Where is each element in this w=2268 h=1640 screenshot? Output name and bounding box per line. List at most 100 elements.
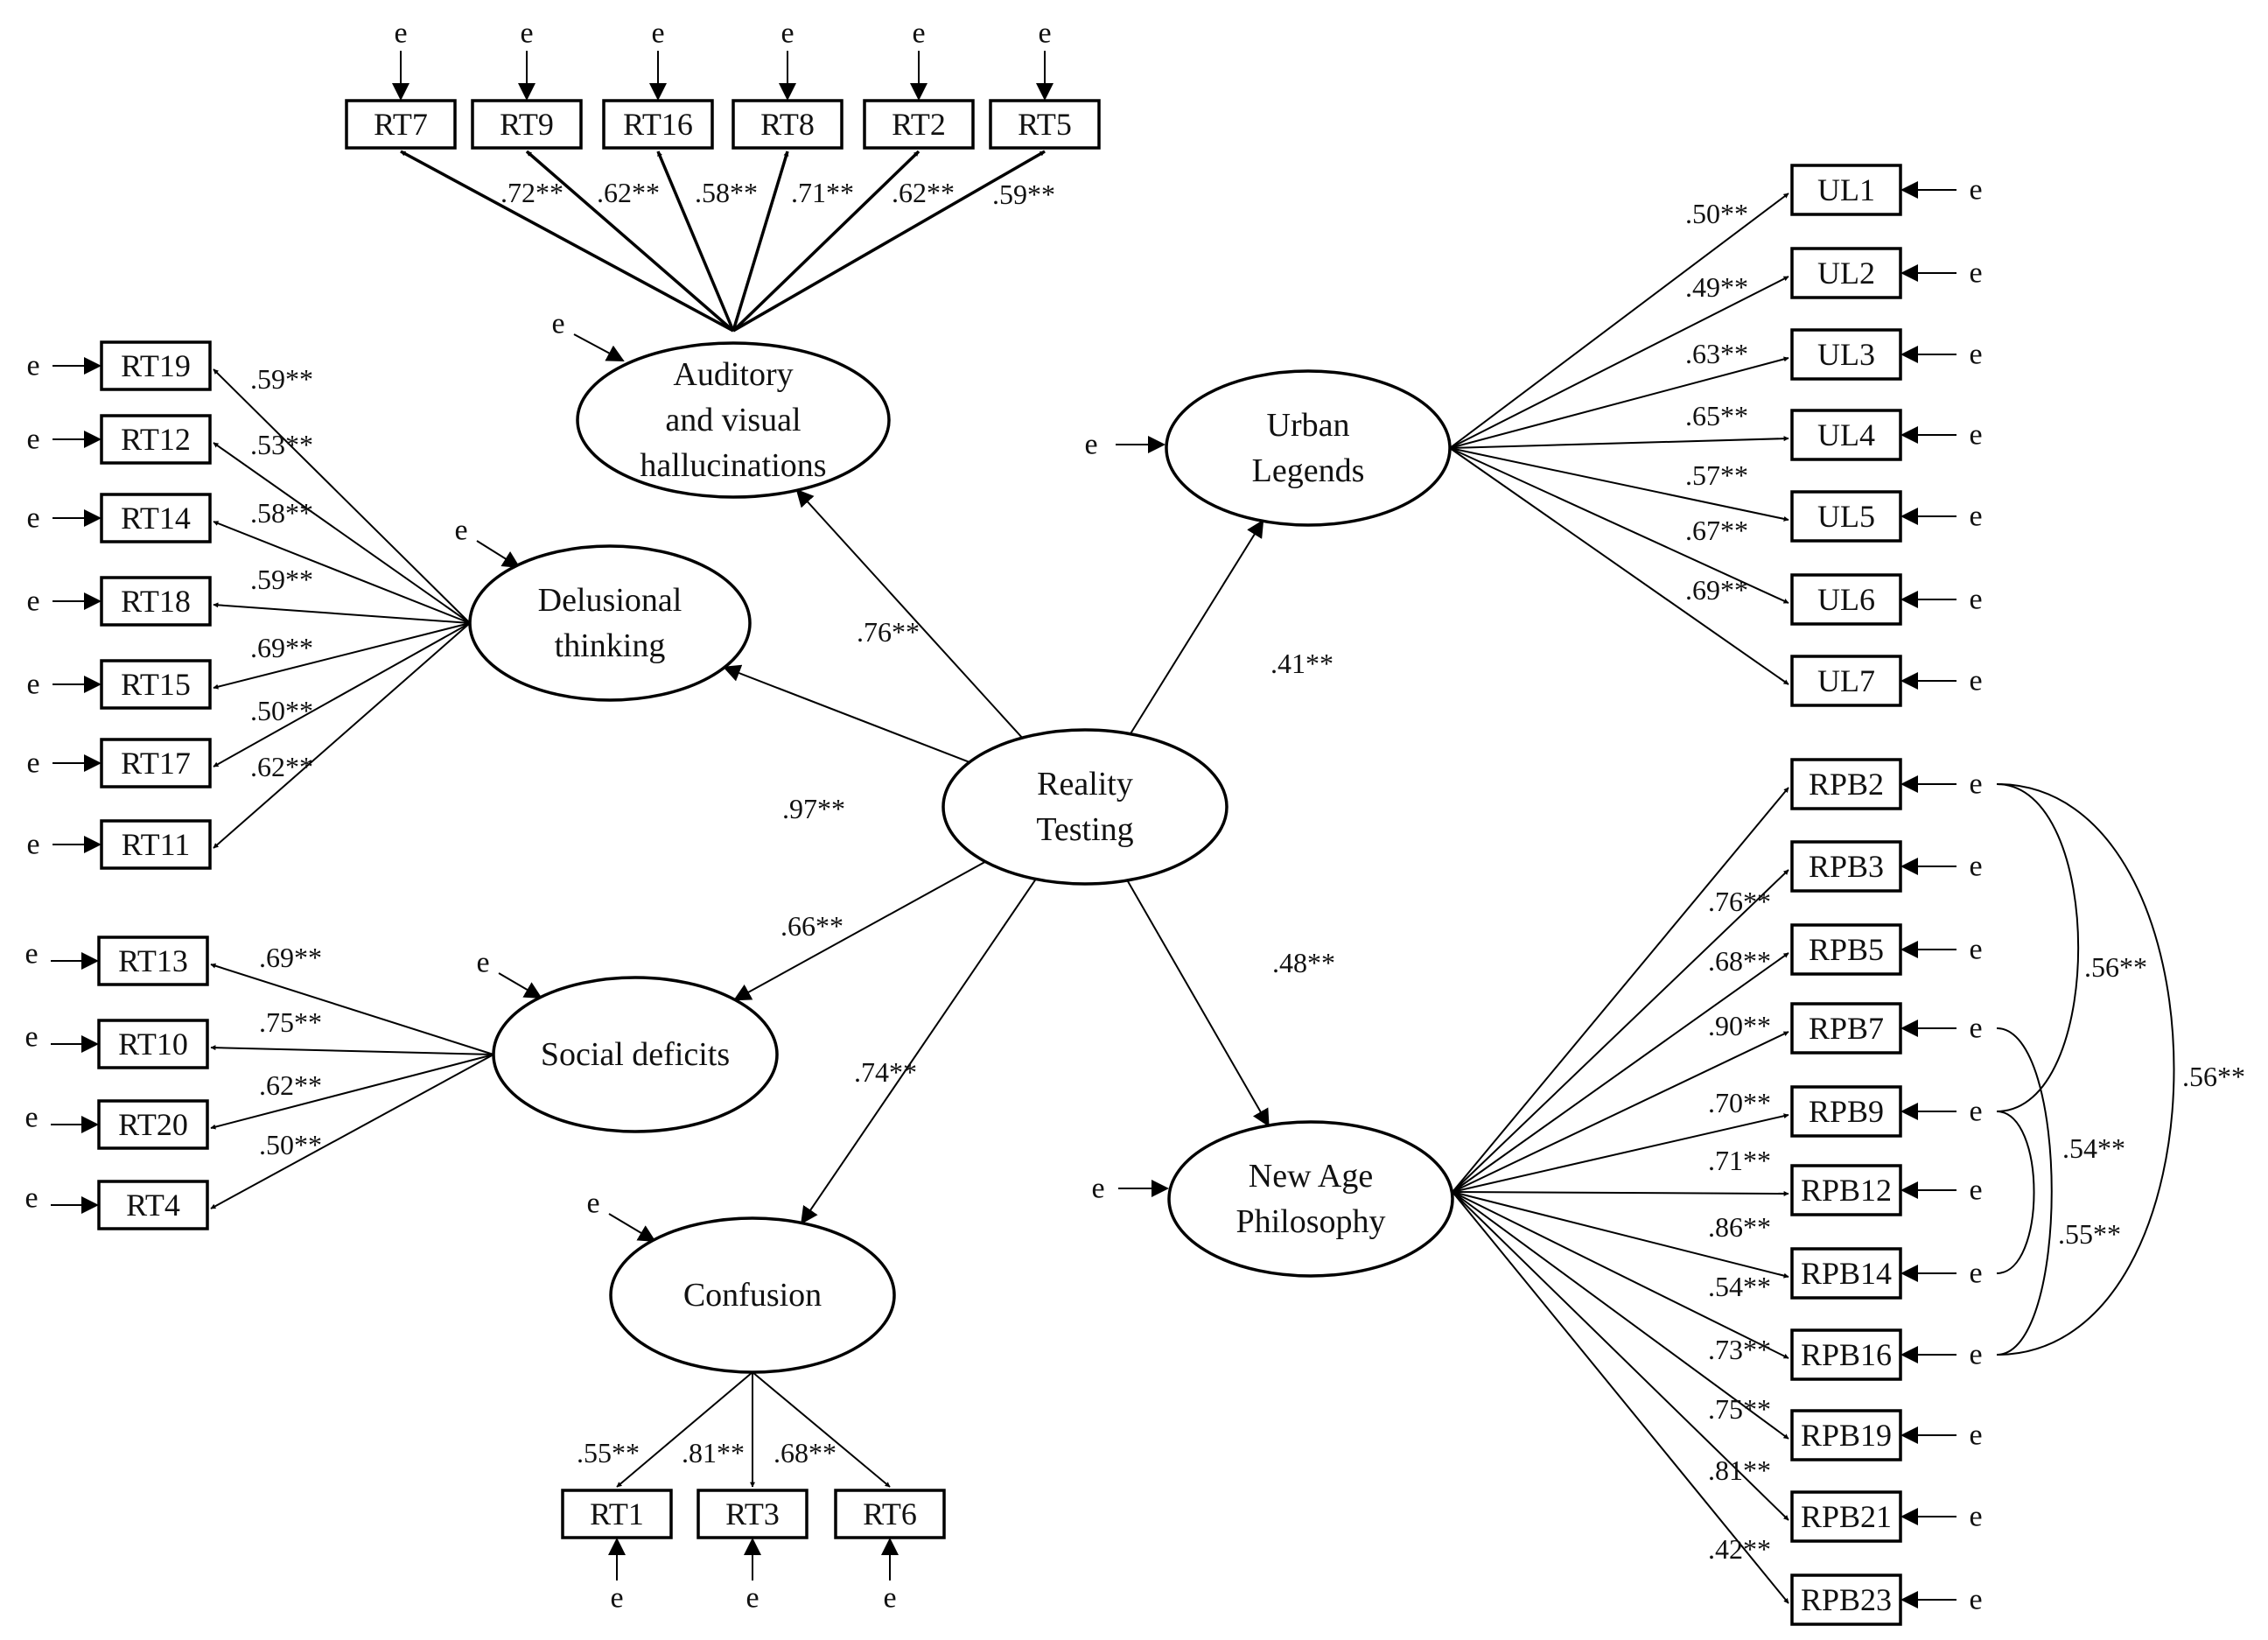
error-rt7: e [394,18,407,50]
indicator-rpb7 [1790,1002,1902,1055]
urban-latent-label: Urban [1267,407,1350,444]
indicator-rpb23 [1790,1573,1902,1626]
loading-path-rt5 [732,150,1046,333]
error-rt19: e [26,350,39,382]
loading-coef-rt1: .55** [577,1437,640,1468]
indicator-ul7 [1790,655,1902,707]
structural-path-auditory [795,488,1023,739]
indicator-rt3-label: RT3 [725,1496,780,1531]
error-rt9: e [520,18,533,50]
error-rpb21: e [1969,1501,1982,1533]
indicator-rt12-label: RT12 [121,422,191,457]
loading-path-rt20 [210,1054,494,1130]
error-ul5: e [1969,501,1982,533]
indicator-rpb23-label: RPB23 [1801,1582,1892,1617]
delusional-latent-label: thinking [555,627,666,664]
reality-latent [942,728,1228,886]
indicator-ul3 [1790,328,1902,381]
indicator-rpb16 [1790,1328,1902,1381]
newage-error: e [1091,1173,1104,1205]
error-rpb7: e [1969,1013,1982,1045]
error-rt10: e [24,1021,38,1054]
indicator-rt4 [97,1180,209,1230]
loading-path-rt12 [213,442,471,624]
loading-coef-ul6: .67** [1685,515,1748,546]
covariance-coef-rpb9-rpb14: .54** [2062,1132,2125,1164]
indicator-rpb12-label: RPB12 [1801,1173,1892,1208]
error-rpb16: e [1969,1339,1982,1371]
indicator-rt5-label: RT5 [1018,107,1072,142]
loading-coef-rt11: .62** [250,751,313,782]
indicator-rpb2 [1790,758,1902,810]
loading-path-rt10 [210,1045,494,1055]
indicator-rt8 [732,99,844,150]
structural-coef-social: .66** [780,910,844,942]
indicator-rt19-label: RT19 [121,348,191,383]
covariance-arc-rpb9-rpb14 [1996,1111,2035,1274]
error-rpb2: e [1969,768,1982,801]
loading-path-rpb5 [1452,952,1789,1193]
error-rt16: e [651,18,664,50]
indicator-rpb3 [1790,840,1902,893]
error-rpb3: e [1969,851,1982,883]
loading-coef-ul7: .69** [1685,574,1748,606]
confusion-latent [609,1216,896,1374]
covariance-coef-rpb2-rpb9: .56** [2084,951,2147,983]
reality-latent-label: Testing [1036,811,1133,848]
error-rt8: e [780,18,794,50]
error-rpb14: e [1969,1258,1982,1290]
indicator-rpb7-label: RPB7 [1809,1011,1884,1046]
loading-path-ul1 [1449,193,1789,449]
loading-coef-newage-5: .71** [1708,1145,1771,1176]
loading-coef-rt19: .59** [250,363,313,395]
indicator-rt13 [97,936,209,986]
loading-path-ul5 [1449,447,1789,522]
loading-path-rpb3 [1452,869,1789,1193]
indicator-ul1 [1790,164,1902,216]
indicator-ul2 [1790,247,1902,299]
text-layer: .76**.97**.66**.74**.41**.48**eeeeeeRT7.… [24,18,2245,1618]
loading-coef-rt17: .50** [250,695,313,726]
structural-coef-confusion: .74** [854,1056,917,1088]
loading-path-rt15 [213,622,471,690]
loading-path-rpb14 [1452,1191,1789,1279]
loading-path-ul4 [1449,436,1789,449]
indicator-rt4-label: RT4 [126,1188,180,1223]
error-ul4: e [1969,419,1982,452]
loading-path-rt8 [732,151,789,332]
social-latent [492,976,779,1133]
path-layer [51,51,2175,1608]
loading-path-rpb7 [1452,1031,1789,1193]
error-rt14: e [26,502,39,535]
loading-path-rpb16 [1452,1191,1789,1359]
error-rt3: e [746,1582,759,1615]
reality-latent-label: Reality [1037,766,1133,802]
indicator-rpb19-label: RPB19 [1801,1418,1892,1453]
loading-coef-rt15: .69** [250,632,313,663]
confusion-error-path [608,1213,656,1243]
social-error-path [498,972,542,999]
indicator-ul1-label: UL1 [1817,172,1875,207]
indicator-ul7-label: UL7 [1817,663,1875,698]
indicator-rt5 [989,99,1101,150]
error-ul6: e [1969,584,1982,616]
error-rt20: e [24,1102,38,1134]
loading-coef-rt14: .58** [250,497,313,529]
newage-latent-label: Philosophy [1236,1203,1385,1240]
loading-path-rt4 [210,1054,494,1209]
structural-coef-urban: .41** [1270,648,1334,679]
loading-coef-rt5: .59** [992,179,1055,210]
loading-path-ul2 [1449,276,1789,449]
indicator-rt11-label: RT11 [122,827,191,862]
confusion-error: e [586,1188,599,1220]
loading-path-rt16 [656,151,735,332]
loading-path-rpb23 [1452,1191,1789,1604]
indicator-rt7 [345,99,457,150]
loading-path-ul7 [1449,447,1789,685]
indicator-ul4 [1790,409,1902,461]
indicator-ul6 [1790,573,1902,626]
error-ul3: e [1969,339,1982,371]
indicator-rt10-label: RT10 [118,1027,188,1062]
indicator-rpb16-label: RPB16 [1801,1337,1892,1372]
